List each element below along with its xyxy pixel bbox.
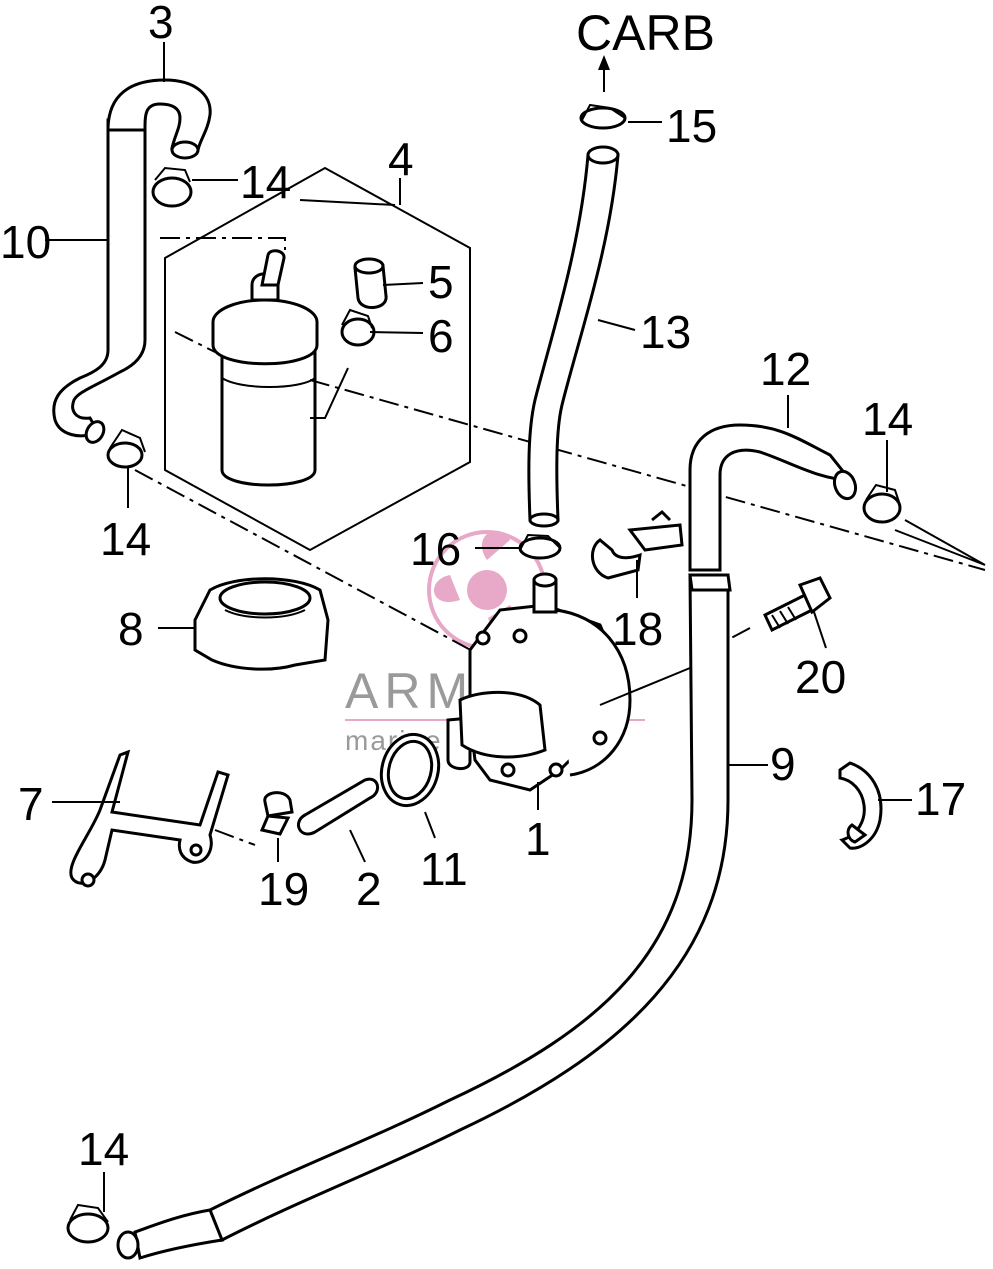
leader-dash-4 bbox=[174, 331, 216, 353]
callout-17: 17 bbox=[915, 773, 966, 825]
hose-12 bbox=[688, 423, 858, 572]
label-carb: CARB bbox=[576, 5, 715, 61]
callout-11: 11 bbox=[420, 843, 468, 895]
callout-9: 9 bbox=[770, 738, 796, 790]
callout-14-right: 14 bbox=[862, 393, 913, 445]
clamp-6 bbox=[340, 308, 376, 347]
callout-3: 3 bbox=[148, 0, 174, 48]
clamp-14-bottom bbox=[66, 1203, 110, 1244]
hose-5 bbox=[353, 257, 388, 309]
callout-4: 4 bbox=[388, 133, 414, 185]
callout-14-bottom: 14 bbox=[78, 1123, 129, 1175]
clamp-16 bbox=[518, 533, 562, 560]
callout-12: 12 bbox=[760, 343, 811, 395]
clamp-15 bbox=[579, 103, 627, 130]
callout-7: 7 bbox=[18, 778, 44, 830]
pin-2 bbox=[297, 777, 380, 836]
bolt-20 bbox=[763, 576, 832, 633]
clip-18 bbox=[591, 509, 684, 580]
hose-13 bbox=[527, 145, 620, 528]
callout-2: 2 bbox=[356, 863, 382, 915]
callout-15: 15 bbox=[666, 100, 717, 152]
callout-16: 16 bbox=[410, 523, 461, 575]
callout-10: 10 bbox=[0, 216, 51, 268]
callout-6: 6 bbox=[428, 310, 454, 362]
bracket-8 bbox=[193, 577, 330, 671]
clamp-14-top bbox=[151, 166, 193, 208]
leader-fork bbox=[894, 519, 986, 566]
bolt-19 bbox=[259, 791, 294, 836]
callout-14-top: 14 bbox=[240, 156, 291, 208]
leader-dash-2 bbox=[134, 469, 481, 656]
fuel-filter-assembly-box bbox=[164, 166, 471, 552]
hose-9 bbox=[116, 573, 732, 1260]
leader-dash-3 bbox=[309, 379, 986, 571]
callout-13: 13 bbox=[640, 306, 691, 358]
o-ring-11 bbox=[379, 732, 441, 808]
leader-lines bbox=[45, 42, 912, 1212]
bracket-7 bbox=[69, 749, 230, 888]
callout-19: 19 bbox=[258, 863, 309, 915]
callout-labels: CARB 3 14 4 10 5 6 13 15 12 14 14 16 18 … bbox=[0, 0, 966, 1175]
callout-14-left: 14 bbox=[100, 513, 151, 565]
fuel-filter bbox=[211, 249, 319, 487]
callout-5: 5 bbox=[428, 256, 454, 308]
callout-18: 18 bbox=[612, 603, 663, 655]
callout-1: 1 bbox=[525, 813, 551, 865]
callout-20: 20 bbox=[795, 651, 846, 703]
clip-17 bbox=[838, 761, 883, 850]
clamp-14-left bbox=[106, 428, 146, 469]
clamp-14-right bbox=[862, 483, 902, 524]
leader-dash-1 bbox=[160, 237, 286, 250]
carb-arrow-icon bbox=[598, 55, 610, 92]
leader-dash-5 bbox=[689, 627, 751, 661]
leader-dash-6 bbox=[214, 829, 256, 846]
hose-10 bbox=[52, 118, 147, 444]
fuel-pump bbox=[446, 572, 632, 792]
callout-8: 8 bbox=[118, 603, 144, 655]
